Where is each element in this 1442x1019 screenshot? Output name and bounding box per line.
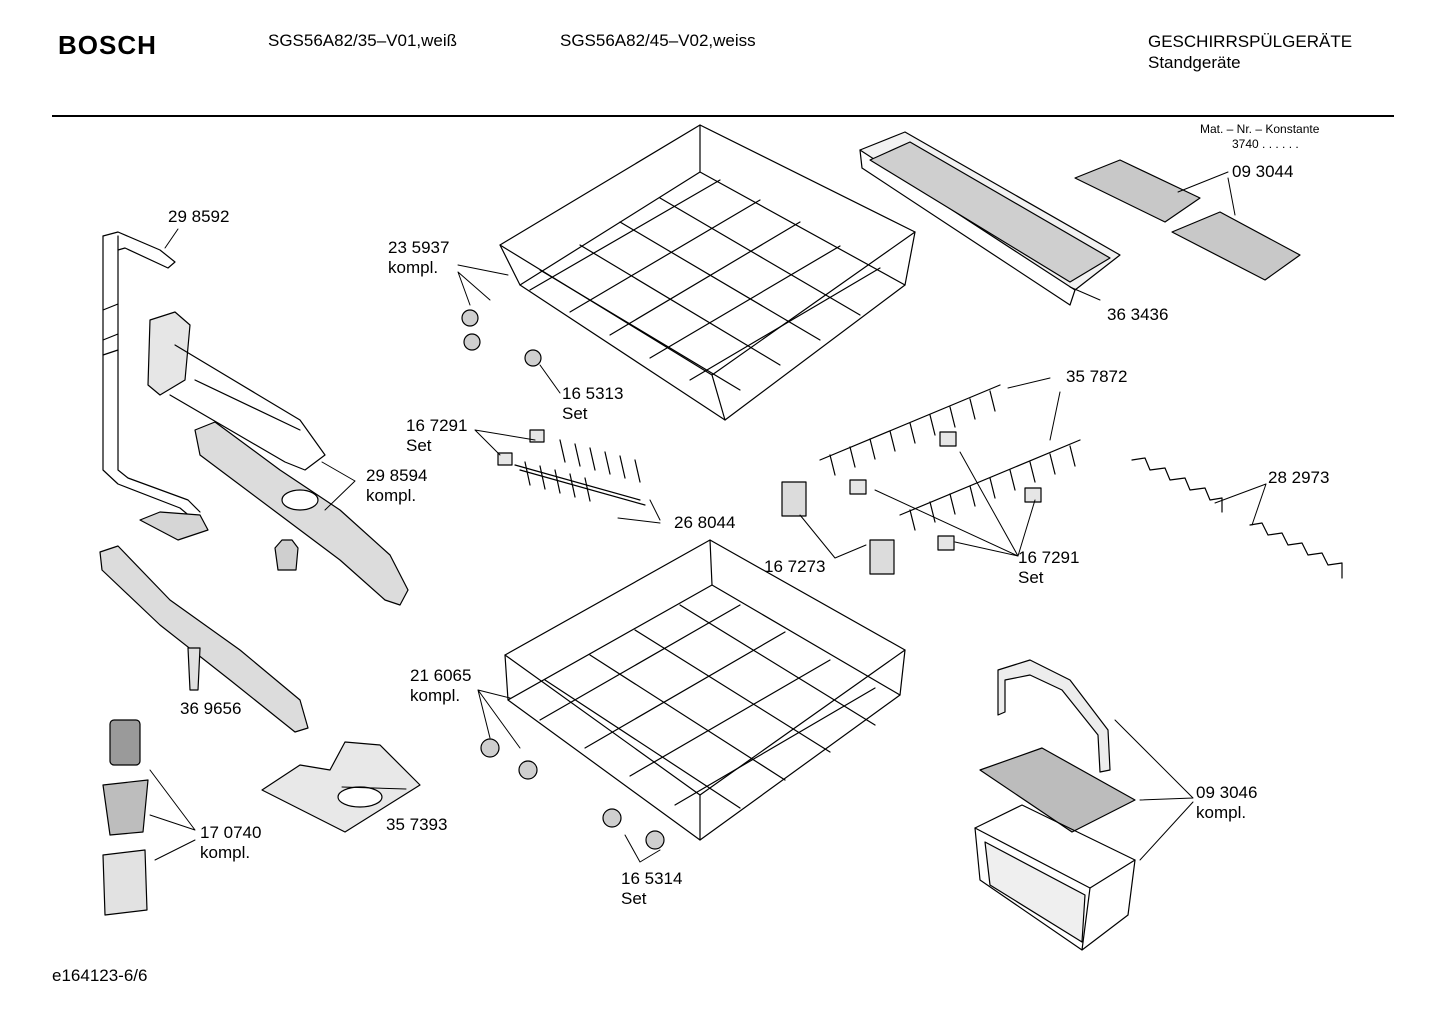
part-number: 16 7291 bbox=[1018, 548, 1080, 567]
part-note: kompl. bbox=[1196, 803, 1247, 822]
part-label-216065: 21 6065 kompl. bbox=[410, 666, 471, 706]
part-label-170740: 17 0740 kompl. bbox=[200, 823, 261, 863]
tine-row-268044 bbox=[497, 429, 646, 506]
part-note: Set bbox=[406, 436, 432, 455]
part-label-363436: 36 3436 bbox=[1107, 305, 1168, 325]
filter-set bbox=[102, 719, 149, 916]
part-number: 09 3044 bbox=[1232, 162, 1294, 181]
part-number: 16 5314 bbox=[621, 869, 683, 888]
part-number: 16 7291 bbox=[406, 416, 468, 435]
part-label-369656: 36 9656 bbox=[180, 699, 241, 719]
part-number: 23 5937 bbox=[388, 238, 450, 257]
appliance-category: GESCHIRRSPÜLGERÄTE Standgeräte bbox=[1148, 31, 1352, 73]
brand-logo: BOSCH bbox=[58, 30, 157, 60]
part-note: kompl. bbox=[200, 843, 251, 862]
part-label-268044: 26 8044 bbox=[674, 513, 735, 533]
part-label-357872: 35 7872 bbox=[1066, 367, 1127, 387]
part-number: 36 9656 bbox=[180, 699, 242, 718]
upper-basket-wheels bbox=[461, 309, 542, 367]
part-label-167291-b: 16 7291 Set bbox=[1018, 548, 1079, 588]
part-note: kompl. bbox=[410, 686, 461, 705]
part-number: 21 6065 bbox=[410, 666, 472, 685]
part-number: 28 2973 bbox=[1268, 468, 1330, 487]
tine-row-357872 bbox=[819, 384, 1081, 531]
upper-spray-arm bbox=[147, 311, 326, 471]
part-label-167273: 16 7273 bbox=[764, 557, 825, 577]
lower-spray-arm bbox=[99, 545, 309, 733]
part-number: 17 0740 bbox=[200, 823, 262, 842]
part-note: kompl. bbox=[366, 486, 417, 505]
part-label-165313: 16 5313 Set bbox=[562, 384, 623, 424]
part-number: 16 5313 bbox=[562, 384, 624, 403]
part-label-235937: 23 5937 kompl. bbox=[388, 238, 449, 278]
part-number: 16 7273 bbox=[764, 557, 826, 576]
material-constant-value: 3740 . . . . . . bbox=[1232, 137, 1299, 151]
part-label-357393: 35 7393 bbox=[386, 815, 447, 835]
material-constant-label: Mat. – Nr. – Konstante bbox=[1200, 122, 1320, 136]
part-number: 26 8044 bbox=[674, 513, 736, 532]
part-number: 35 7872 bbox=[1066, 367, 1128, 386]
material-constant: Mat. – Nr. – Konstante 3740 . . . . . . bbox=[1200, 122, 1319, 152]
spray-supply-pipe bbox=[102, 231, 209, 541]
part-label-282973: 28 2973 bbox=[1268, 468, 1329, 488]
part-number: 29 8592 bbox=[168, 207, 230, 226]
part-label-298594: 29 8594 kompl. bbox=[366, 466, 427, 506]
part-note: Set bbox=[1018, 568, 1044, 587]
drawing-id: e164123-6/6 bbox=[52, 966, 148, 985]
part-number: 35 7393 bbox=[386, 815, 448, 834]
model-number-1: SGS56A82/35–V01,weiß bbox=[268, 31, 458, 50]
cutlery-basket-093046 bbox=[974, 659, 1136, 951]
knife-racks-282973 bbox=[1131, 457, 1343, 579]
model-number-2: SGS56A82/45–V02,weiss bbox=[560, 31, 756, 50]
part-label-167291-a: 16 7291 Set bbox=[406, 416, 467, 456]
filter-plate bbox=[261, 741, 421, 833]
part-label-165314: 16 5314 Set bbox=[621, 869, 682, 909]
lower-basket bbox=[504, 539, 906, 841]
part-note: Set bbox=[621, 889, 647, 908]
middle-spray-arm bbox=[194, 421, 409, 606]
part-note: kompl. bbox=[388, 258, 439, 277]
part-number: 36 3436 bbox=[1107, 305, 1169, 324]
upper-basket bbox=[499, 124, 916, 421]
lower-basket-wheels bbox=[480, 738, 665, 850]
header-divider bbox=[52, 115, 1394, 117]
holders-167273 bbox=[781, 481, 895, 575]
part-label-298592: 29 8592 bbox=[168, 207, 229, 227]
part-label-093044: 09 3044 bbox=[1232, 162, 1293, 182]
part-number: 29 8594 bbox=[366, 466, 428, 485]
clips-167291 bbox=[849, 431, 1042, 551]
part-note: Set bbox=[562, 404, 588, 423]
category-subtitle: Standgeräte bbox=[1148, 53, 1241, 72]
part-number: 09 3046 bbox=[1196, 783, 1258, 802]
cutlery-tray-363436 bbox=[859, 131, 1121, 306]
insert-grids-093044 bbox=[1074, 159, 1301, 281]
leader-lines bbox=[149, 171, 1267, 863]
part-label-093046: 09 3046 kompl. bbox=[1196, 783, 1257, 823]
category-title: GESCHIRRSPÜLGERÄTE bbox=[1148, 32, 1353, 51]
